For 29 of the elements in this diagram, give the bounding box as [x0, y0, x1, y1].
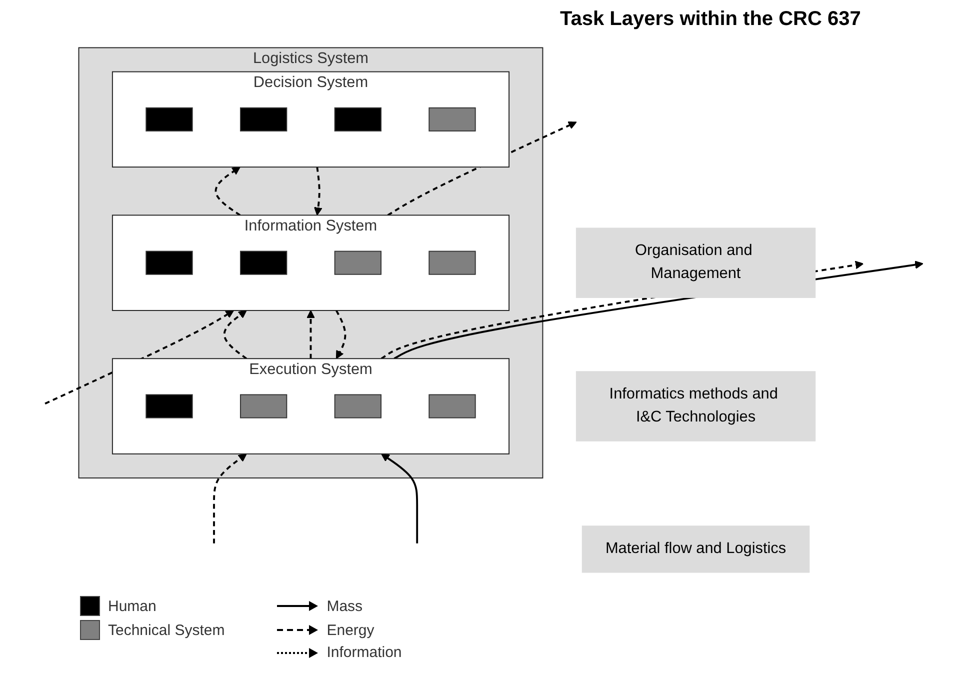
legend-label: Technical System — [108, 622, 225, 638]
legend-label: Human — [108, 598, 156, 614]
arrow — [214, 166, 241, 216]
square-block — [240, 107, 288, 132]
arrow — [314, 166, 322, 216]
arrow — [223, 310, 248, 360]
heading: Task Layers within the CRC 637 — [560, 8, 861, 31]
square-block — [428, 250, 476, 275]
square-block — [334, 107, 382, 132]
arrow — [306, 310, 315, 359]
legend-label: Information — [326, 644, 402, 661]
legend-label: Energy — [326, 622, 374, 638]
arrow — [213, 454, 247, 544]
layer-box: Organisation and Management — [576, 228, 816, 298]
arrow — [381, 454, 418, 544]
square-block — [146, 107, 193, 132]
square-block — [428, 394, 476, 418]
layer-box: Material flow and Logistics — [582, 526, 810, 573]
square-block — [146, 250, 193, 275]
legend-label: Mass — [326, 598, 363, 614]
arrow — [335, 310, 346, 359]
square-block — [428, 107, 476, 132]
square-block — [334, 394, 382, 418]
square-block — [334, 250, 382, 275]
arrow — [44, 310, 234, 404]
square-block — [240, 394, 288, 418]
square-block — [146, 394, 193, 418]
square-block — [240, 250, 288, 275]
layer-box: Informatics methods and I&C Technologies — [576, 371, 816, 442]
